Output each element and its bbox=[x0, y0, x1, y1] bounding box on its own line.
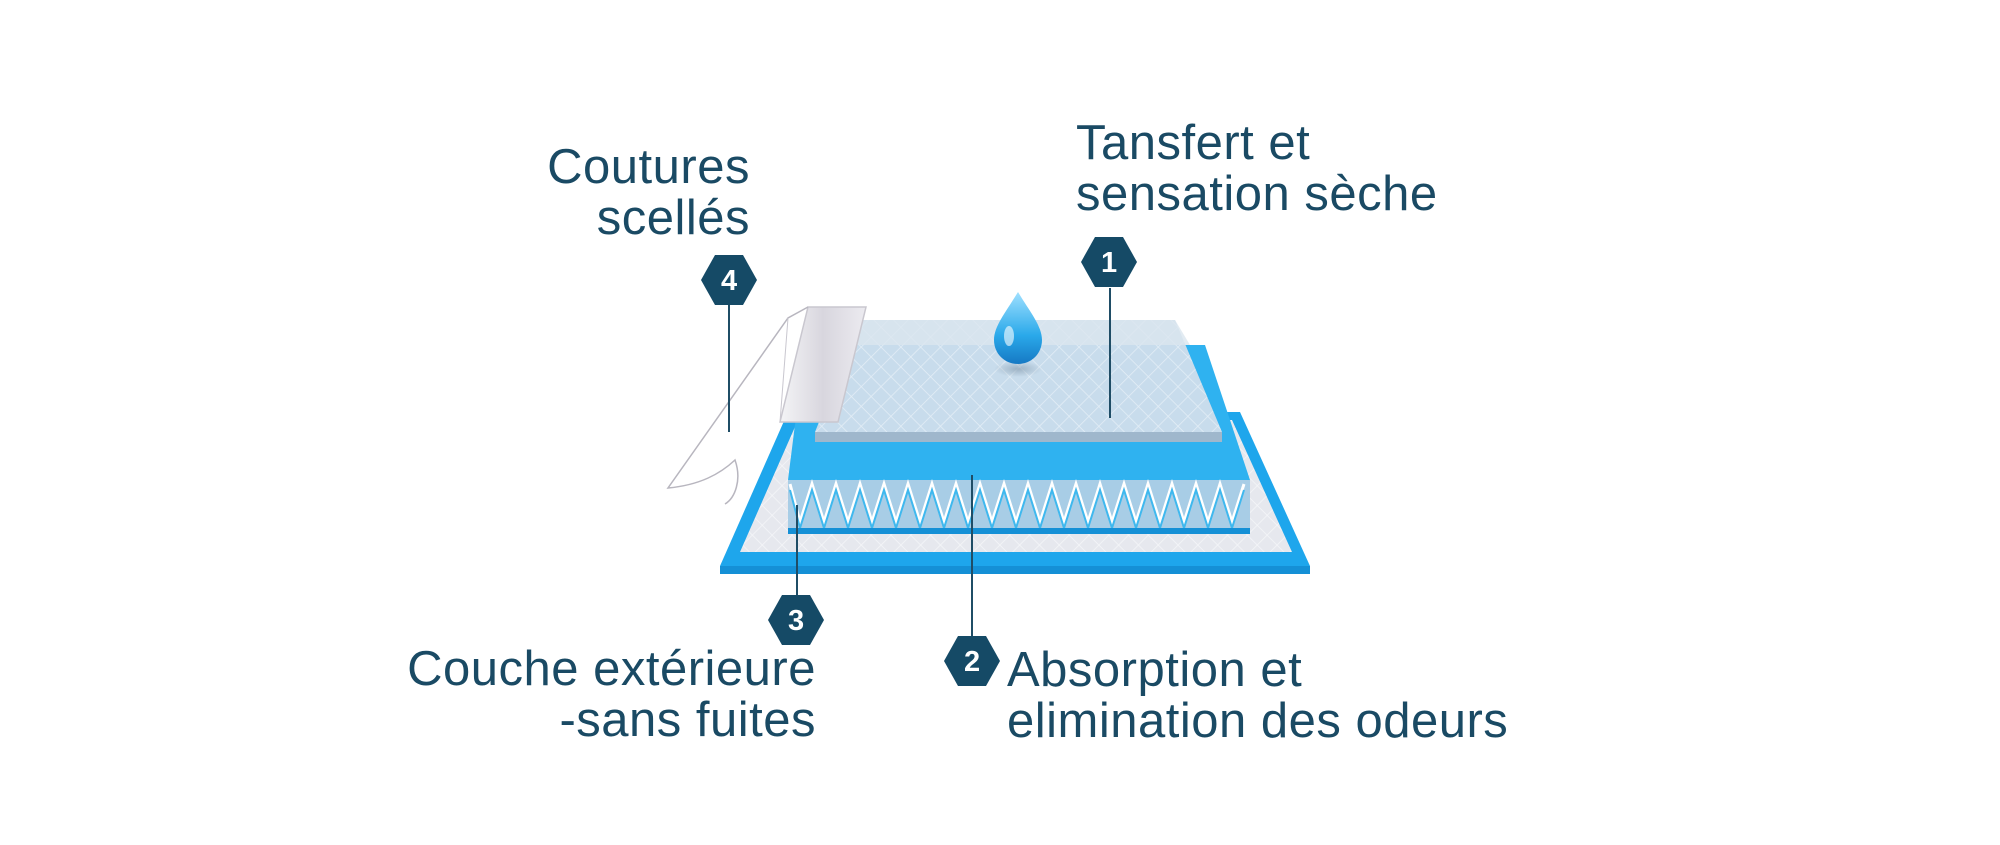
badge-4-number: 4 bbox=[721, 265, 737, 297]
callout-1-line-2: sensation sèche bbox=[1076, 167, 1438, 221]
callout-2-line-2: elimination des odeurs bbox=[1007, 694, 1509, 748]
badge-2-number: 2 bbox=[964, 646, 980, 678]
badge-2: 2 bbox=[944, 636, 1000, 686]
badge-4: 4 bbox=[701, 255, 757, 305]
callout-2-line-1: Absorption et bbox=[1007, 643, 1303, 697]
badge-3-number: 3 bbox=[788, 605, 804, 637]
water-droplet-icon bbox=[994, 292, 1042, 377]
sealed-seam bbox=[666, 306, 867, 505]
callout-outer-layer: Couche extérieure -sans fuites bbox=[407, 644, 816, 746]
callout-absorption: Absorption et elimination des odeurs bbox=[1007, 645, 1508, 747]
absorbent-zigzag bbox=[788, 479, 1246, 528]
callout-3-line-2: -sans fuites bbox=[559, 693, 816, 747]
callout-sealed-seams: Coutures scellés bbox=[547, 142, 750, 244]
badge-1: 1 bbox=[1081, 237, 1137, 287]
callout-dry-transfer: Tansfert et sensation sèche bbox=[1076, 118, 1438, 220]
badge-3: 3 bbox=[768, 595, 824, 645]
callout-1-line-1: Tansfert et bbox=[1076, 116, 1311, 170]
callout-4-line-2: scellés bbox=[596, 191, 750, 245]
leader-lines bbox=[728, 288, 1111, 636]
callout-4-line-1: Coutures bbox=[547, 140, 750, 194]
badge-1-number: 1 bbox=[1101, 247, 1117, 279]
callout-3-line-1: Couche extérieure bbox=[407, 642, 816, 696]
